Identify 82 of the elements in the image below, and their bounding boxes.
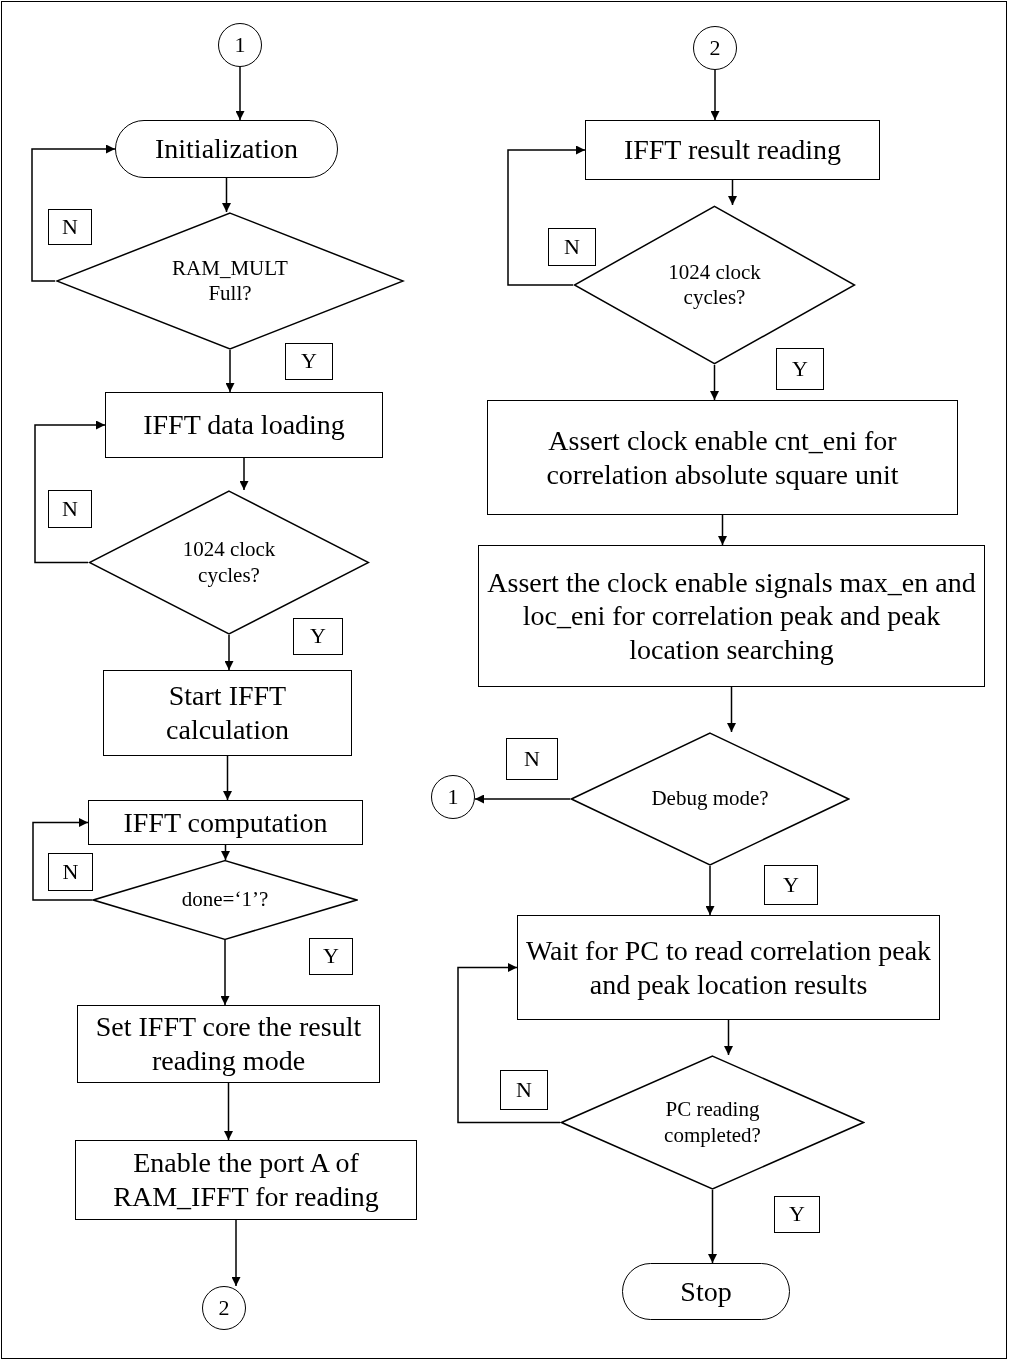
arrow [727,686,736,733]
arrow [225,349,235,393]
node-text: 2 [218,1294,230,1322]
branch-label-box [293,618,343,655]
arrow [457,963,561,1124]
process-box [105,392,383,458]
node-text: 2 [709,34,721,62]
node-text: N [564,233,580,261]
arrow [724,1019,733,1056]
node-text: N [524,745,540,773]
branch-label-box [548,228,596,266]
branch-label-box [309,938,353,975]
branch-label-box [506,738,558,780]
branch-label-box [48,209,92,245]
arrow [710,69,720,121]
node-text: Wait for PC to read correlation peak and peak location results [524,933,933,1002]
node-text: IFFT result reading [623,133,842,167]
node-text: 1 [234,31,246,59]
decision-diamond [560,1055,865,1190]
process-box [585,120,880,180]
node-text: Y [789,1201,805,1228]
arrow [224,634,234,671]
arrow [708,1189,717,1264]
process-box [75,1140,417,1220]
branch-label-box [774,1196,820,1233]
node-text: Stop [680,1274,732,1309]
node-text: Assert clock enable cnt_eni for correlation absolute square unit [545,423,900,492]
branch-label-box [285,343,333,380]
node-text: 1024 clock cycles? [181,537,277,588]
process-box [478,545,985,687]
node-text: RAM_MULT Full? [171,255,289,307]
arrow [235,66,245,121]
arrow [31,144,116,282]
arrow [221,844,230,861]
arrow [32,818,93,901]
node-text: Initialization [154,132,299,166]
branch-label-box [48,490,92,528]
branch-label-box [776,348,824,390]
arrow [710,364,719,401]
arrow [728,179,737,206]
node-text: done=‘1’? [181,887,269,913]
node-text: Y [301,348,317,375]
arrow [224,1082,233,1141]
node-text: IFFT computation [123,805,328,840]
node-text: Enable the port A of RAM_IFFT for reading [112,1146,380,1214]
decision-diamond [92,860,358,940]
node-text: N [62,213,78,241]
node-text: Y [792,355,808,383]
arrow [220,939,230,1006]
node-text: Assert the clock enable signals max_en and loc_eni for correlation peak and peak location searching [486,565,977,667]
node-text: Debug mode? [651,786,769,812]
process-box [88,800,363,845]
process-box [487,400,958,515]
process-box [103,670,352,756]
branch-label-box [48,853,93,891]
node-text: N [62,858,79,886]
node-text: N [516,1076,532,1104]
decision-diamond [55,212,405,350]
process-box [517,915,940,1020]
node-text: Set IFFT core the result reading mode [94,1010,363,1078]
node-text: IFFT data loading [143,408,345,442]
node-text: PC reading completed? [663,1097,762,1148]
arrow [705,865,715,916]
node-text: Start IFFT calculation [165,679,290,747]
decision-diamond [570,732,850,866]
arrow [507,145,586,286]
arrow [718,514,727,546]
node-text: Y [310,623,326,650]
arrow [222,177,231,213]
branch-label-box [764,865,818,905]
node-text: N [62,495,78,523]
process-box [77,1005,380,1083]
node-text: Y [783,871,799,899]
node-text: 1024 clock cycles? [667,259,762,311]
arrow [34,420,106,564]
arrow [231,1219,241,1287]
arrow [239,457,249,491]
node-text: 1 [447,783,459,811]
node-text: Y [323,943,339,970]
arrow [474,794,571,804]
arrow [223,755,232,801]
branch-label-box [500,1070,548,1110]
